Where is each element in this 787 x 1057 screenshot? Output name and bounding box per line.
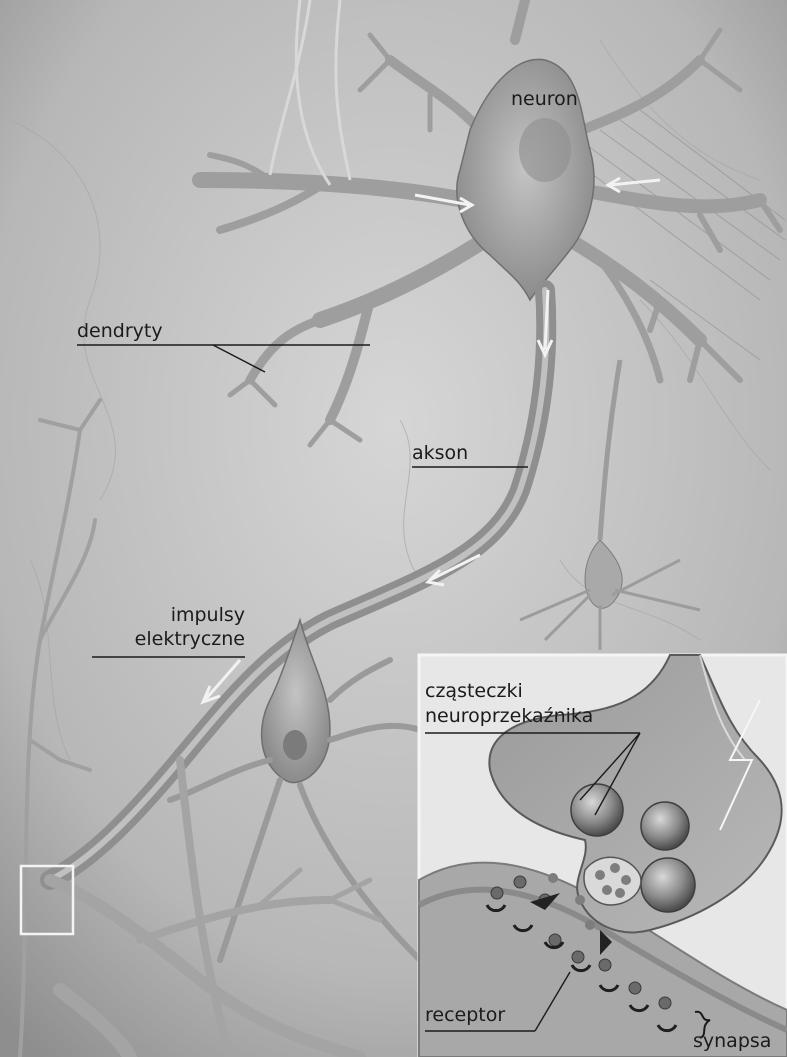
label-dendrites: dendryty: [77, 320, 163, 342]
label-molecules-line2: neuroprzekaźnika: [425, 705, 593, 727]
label-neuron: neuron: [511, 88, 578, 110]
label-impulses-line1: impulsy: [92, 604, 245, 626]
label-axon: akson: [412, 442, 468, 464]
label-molecules-line1: cząsteczki: [425, 680, 523, 702]
nucleus: [519, 118, 571, 182]
label-receptor: receptor: [425, 1004, 505, 1026]
label-impulses-line2: elektryczne: [92, 628, 245, 650]
label-synapse: synapsa: [693, 1030, 771, 1052]
